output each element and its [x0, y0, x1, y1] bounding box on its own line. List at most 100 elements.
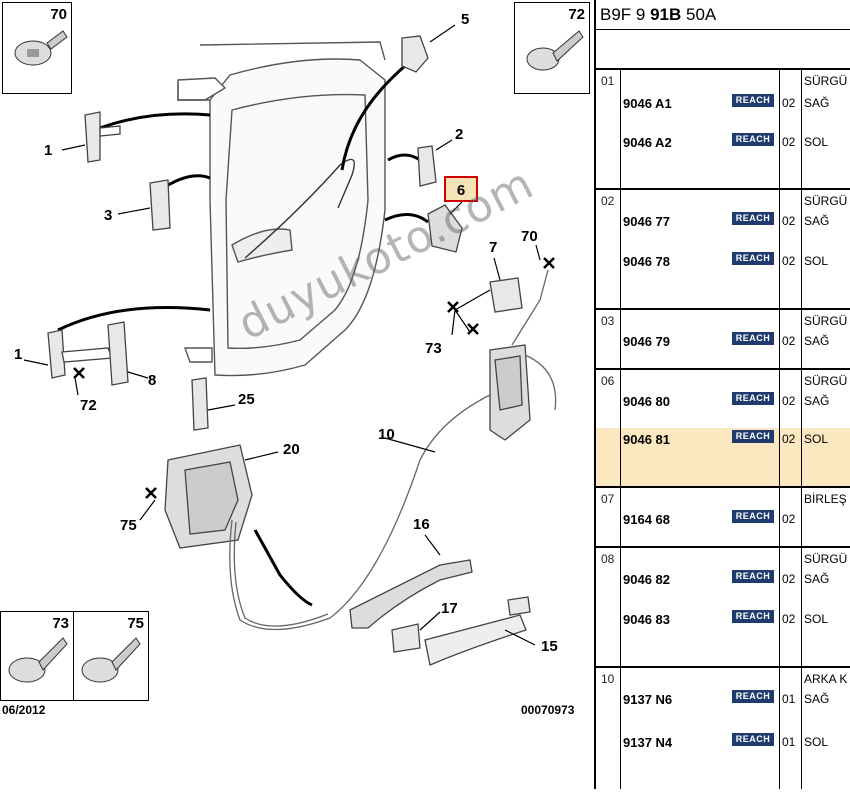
callout-7[interactable]: 7	[489, 239, 498, 256]
reach-badge: REACH	[732, 610, 774, 623]
part-qty: 02	[782, 512, 796, 526]
part-side: SOL	[804, 432, 829, 446]
part-qty: 01	[782, 735, 796, 749]
table-group-08: 08 SÜRGÜ 9046 82 REACH 02 SAĞ 9046 83 RE…	[596, 548, 850, 668]
callout-17[interactable]: 17	[441, 600, 458, 617]
part-qty: 02	[782, 432, 796, 446]
part-side: SAĞ	[804, 96, 830, 110]
group-title: SÜRGÜ	[804, 314, 848, 328]
diagram-date: 06/2012	[2, 703, 46, 717]
screw-icon	[14, 30, 68, 66]
callout-20[interactable]: 20	[283, 441, 300, 458]
reach-badge: REACH	[732, 392, 774, 405]
table-group-07: 07 BİRLEŞ 9164 68 REACH 02	[596, 488, 850, 548]
group-title: SÜRGÜ	[804, 74, 848, 88]
part-number[interactable]: 9046 82	[623, 572, 670, 587]
fastener-box-72: 72	[514, 2, 590, 94]
column-divider	[620, 70, 621, 789]
screw-icon	[8, 637, 68, 683]
callout-70[interactable]: 70	[521, 228, 538, 245]
callout-25[interactable]: 25	[238, 391, 255, 408]
part-side: SOL	[804, 254, 829, 268]
fastener-number: 72	[568, 6, 585, 23]
fastener-box-73: 73	[0, 611, 74, 701]
part-number[interactable]: 9046 A2	[623, 135, 672, 150]
part-side: SAĞ	[804, 334, 830, 348]
group-number: 06	[601, 374, 615, 388]
ref-bold: 91B	[650, 5, 682, 24]
parts-table: B9F 9 91B 50A 01 SÜRGÜ SAĞ 9046 A1 REACH…	[594, 0, 850, 789]
part-qty: 02	[782, 254, 796, 268]
fastener-box-75: 75	[73, 611, 149, 701]
part-number[interactable]: 9137 N6	[623, 692, 673, 707]
group-title: SÜRGÜ	[804, 374, 848, 388]
callout-2[interactable]: 2	[455, 126, 464, 143]
bolt-icon	[81, 637, 141, 683]
part-side: SAĞ	[804, 692, 830, 706]
callout-73[interactable]: 73	[425, 340, 442, 357]
part-number[interactable]: 9046 79	[623, 334, 670, 349]
part-number[interactable]: 9046 78	[623, 254, 670, 269]
part-number[interactable]: 9164 68	[623, 512, 670, 527]
table-group-01: 01 SÜRGÜ SAĞ 9046 A1 REACH 02 9046 A2 RE…	[596, 70, 850, 190]
callout-1-lower[interactable]: 1	[14, 346, 23, 363]
selected-row-highlight	[596, 428, 850, 488]
group-title: BİRLEŞ	[804, 492, 847, 506]
callout-6-highlighted[interactable]: 6	[444, 176, 478, 202]
callout-1-upper[interactable]: 1	[44, 142, 53, 159]
part-qty: 01	[782, 692, 796, 706]
group-number: 03	[601, 314, 615, 328]
part-qty: 02	[782, 612, 796, 626]
part-qty: 02	[782, 214, 796, 228]
table-group-10: 10 ARKA K 9137 N6 REACH 01 SAĞ 9137 N4 R…	[596, 668, 850, 789]
reach-badge: REACH	[732, 252, 774, 265]
bolt-icon	[526, 30, 584, 71]
group-number: 10	[601, 672, 615, 686]
exploded-view-drawing	[23, 24, 557, 666]
group-title: ARKA K	[804, 672, 848, 686]
callout-15[interactable]: 15	[541, 638, 558, 655]
part-side: SAĞ	[804, 214, 830, 228]
part-side: SOL	[804, 135, 829, 149]
callout-5[interactable]: 5	[461, 11, 470, 28]
reach-badge: REACH	[732, 430, 774, 443]
reach-badge: REACH	[732, 133, 774, 146]
reference-header: B9F 9 91B 50A	[596, 0, 850, 30]
part-number[interactable]: 9046 80	[623, 394, 670, 409]
part-number[interactable]: 9046 83	[623, 612, 670, 627]
group-title: SÜRGÜ	[804, 194, 848, 208]
group-number: 01	[601, 74, 615, 88]
part-number[interactable]: 9046 A1	[623, 96, 672, 111]
group-number: 08	[601, 552, 615, 566]
reach-badge: REACH	[732, 212, 774, 225]
fastener-number: 70	[50, 6, 67, 23]
table-group-06: 06 SÜRGÜ 9046 80 REACH 02 SAĞ 9046 81 RE…	[596, 370, 850, 488]
column-divider	[779, 70, 780, 789]
callout-72[interactable]: 72	[80, 397, 97, 414]
callout-10[interactable]: 10	[378, 426, 395, 443]
reach-badge: REACH	[732, 733, 774, 746]
part-side: SOL	[804, 735, 829, 749]
part-side: SOL	[804, 612, 829, 626]
reach-badge: REACH	[732, 332, 774, 345]
fastener-number: 75	[127, 615, 144, 632]
part-qty: 02	[782, 96, 796, 110]
part-number[interactable]: 9046 77	[623, 214, 670, 229]
callout-16[interactable]: 16	[413, 516, 430, 533]
group-number: 07	[601, 492, 615, 506]
part-qty: 02	[782, 334, 796, 348]
reach-badge: REACH	[732, 94, 774, 107]
ref-suffix: 50A	[681, 5, 717, 24]
callout-8[interactable]: 8	[148, 372, 157, 389]
callout-3[interactable]: 3	[104, 207, 113, 224]
part-number[interactable]: 9137 N4	[623, 735, 673, 750]
diagram-code: 00070973	[521, 703, 575, 717]
reach-badge: REACH	[732, 690, 774, 703]
table-group-02: 02 SÜRGÜ 9046 77 REACH 02 SAĞ 9046 78 RE…	[596, 190, 850, 310]
group-number: 02	[601, 194, 615, 208]
column-divider	[801, 70, 802, 789]
callout-75[interactable]: 75	[120, 517, 137, 534]
reach-badge: REACH	[732, 570, 774, 583]
part-side: SAĞ	[804, 394, 830, 408]
part-number-selected[interactable]: 9046 81	[623, 432, 670, 447]
